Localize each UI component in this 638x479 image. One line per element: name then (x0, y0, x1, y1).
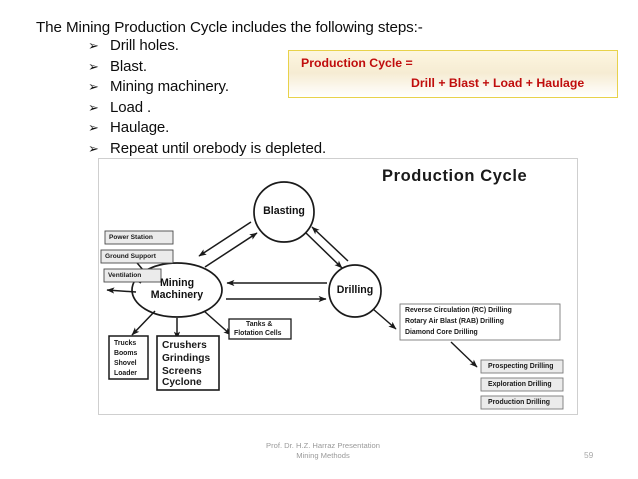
prospecting-drilling-box (480, 359, 564, 374)
crushers-label-1: Crushers (162, 340, 207, 351)
exploration-drilling-label: Exploration Drilling (488, 381, 552, 388)
tanks-label-2: Flotation Cells (234, 330, 282, 337)
blasting-node-shape (253, 181, 315, 243)
crushers-label-3: Screens (162, 366, 202, 377)
diagram-title: Production Cycle (382, 167, 528, 185)
arrow-bullet-icon: ➢ (88, 80, 99, 95)
prospecting-drilling-label: Prospecting Drilling (488, 363, 554, 370)
footer-line-1: Prof. Dr. H.Z. Harraz Presentation (266, 441, 380, 450)
production-drilling-label: Production Drilling (488, 399, 551, 406)
footer-line-2: Mining Methods (296, 451, 350, 460)
drilling-type-label-3: Diamond Core Drilling (405, 329, 478, 336)
production-cycle-callout: Production Cycle = Drill + Blast + Load … (288, 50, 618, 98)
ventilation-label: Ventilation (108, 272, 142, 279)
power-station-label: Power Station (109, 234, 153, 241)
drilling-node-label: Drilling (336, 284, 374, 296)
production-cycle-diagram: Production Cycle Blasting Drilling Minin… (98, 158, 578, 415)
trucks-box (108, 335, 149, 380)
steps-list: ➢ Drill holes. ➢ Blast. ➢ Mining machine… (88, 37, 388, 160)
ground-support-box (100, 249, 174, 264)
power-station-box (104, 230, 174, 245)
tanks-box (228, 318, 292, 340)
drilling-types-box (399, 303, 561, 341)
tanks-label-1: Tanks & (246, 321, 273, 328)
mining-machinery-node-label-line2: Machinery (150, 289, 204, 301)
page-number: 59 (584, 450, 594, 460)
crushers-box (156, 335, 220, 391)
list-item-label: Haulage. (110, 119, 170, 136)
ventilation-box (103, 268, 162, 283)
list-item-label: Repeat until orebody is depleted. (110, 139, 327, 157)
arrow-bullet-icon: ➢ (88, 141, 99, 157)
arrow-bullet-icon: ➢ (88, 39, 99, 54)
exploration-drilling-box (480, 377, 564, 392)
diagram-graphics (100, 181, 564, 410)
drilling-node-shape (328, 264, 382, 318)
list-item: ➢ Blast. (88, 58, 388, 79)
crushers-label-4: Cyclone (162, 377, 202, 388)
trucks-label-3: Shovel (114, 360, 137, 367)
trucks-label-1: Trucks (114, 340, 137, 347)
list-item: ➢ Mining machinery. (88, 78, 388, 99)
callout-line-2: Drill + Blast + Load + Haulage (411, 76, 585, 90)
drilling-type-label-2: Rotary Air Blast (RAB) Drilling (405, 318, 504, 325)
ground-support-label: Ground Support (105, 253, 156, 260)
list-item: ➢ Load . (88, 99, 388, 120)
list-item: ➢ Repeat until orebody is depleted. (88, 140, 388, 161)
production-drilling-box (480, 395, 564, 410)
page-title: The Mining Production Cycle includes the… (36, 19, 423, 36)
arrow-bullet-icon: ➢ (88, 100, 99, 116)
footer: Prof. Dr. H.Z. Harraz Presentation Minin… (238, 441, 408, 461)
list-item-label: Blast. (110, 57, 147, 75)
list-item-label: Drill holes. (110, 37, 179, 54)
list-item-label: Mining machinery. (110, 78, 229, 95)
arrow-bullet-icon: ➢ (88, 121, 99, 136)
list-item: ➢ Drill holes. (88, 37, 388, 58)
list-item-label: Load . (110, 98, 152, 116)
blasting-node-label: Blasting (263, 205, 305, 217)
callout-line-1: Production Cycle = (301, 56, 413, 70)
drilling-type-label-1: Reverse Circulation (RC) Drilling (405, 307, 512, 314)
mining-machinery-node-label-line1: Mining (159, 277, 195, 289)
trucks-label-4: Loader (114, 370, 137, 377)
list-item: ➢ Haulage. (88, 119, 388, 140)
trucks-label-2: Booms (114, 350, 138, 357)
crushers-label-2: Grindings (162, 353, 211, 364)
arrow-bullet-icon: ➢ (88, 59, 99, 75)
